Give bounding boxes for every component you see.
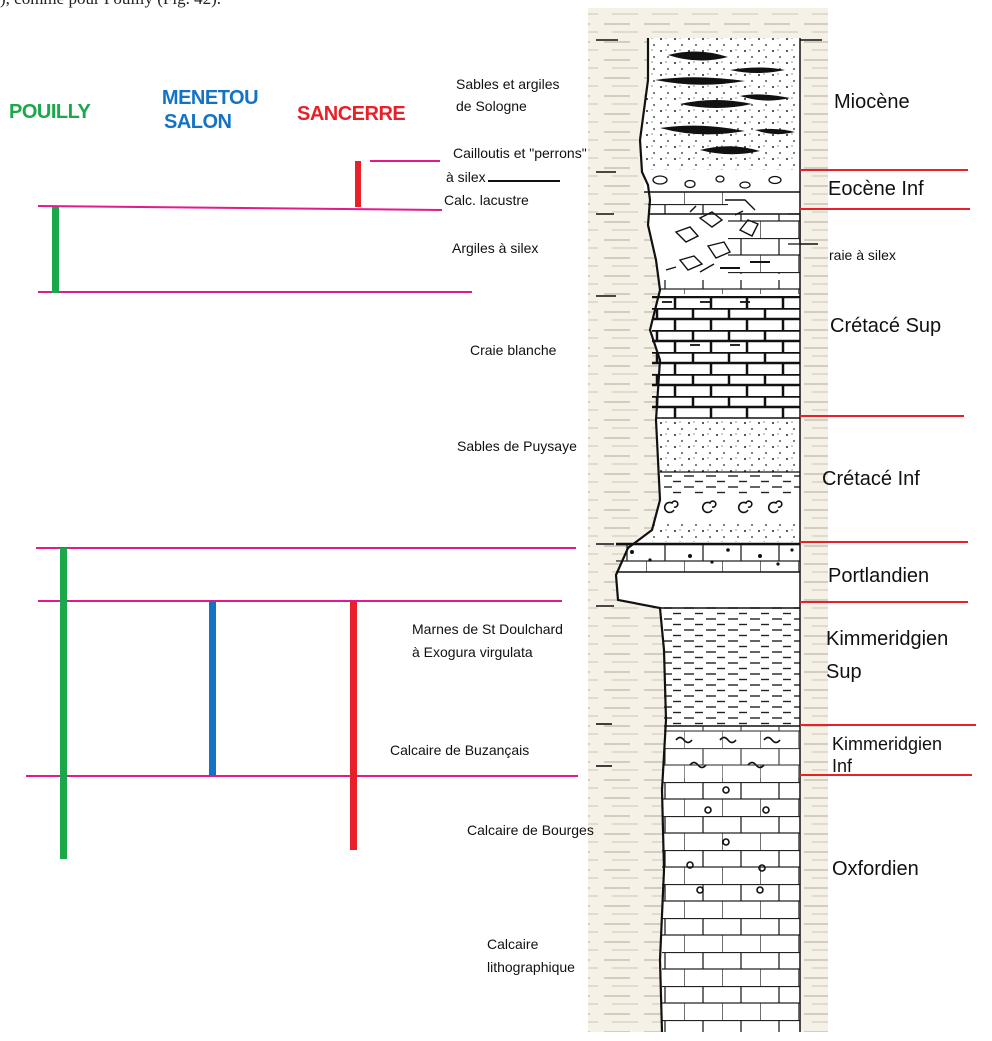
label-marnes-1: Marnes de St Doulchard <box>412 619 563 640</box>
label-calc-lacustre: Calc. lacustre <box>444 190 529 211</box>
region-menetou: MENETOU SALON <box>150 86 270 134</box>
stage-kimm-inf-2: Inf <box>832 756 852 777</box>
stage-kimm-sup-2: Sup <box>826 659 862 685</box>
label-litho-2: lithographique <box>487 957 575 978</box>
stage-cretace-sup: Crétacé Sup <box>830 313 941 339</box>
sancerre-bar-top <box>355 161 361 207</box>
label-marnes-2: à Exogura virgulata <box>412 642 533 663</box>
label-craie: Craie blanche <box>470 340 556 361</box>
pouilly-bar-top <box>52 207 59 293</box>
stage-oxfordien: Oxfordien <box>832 856 919 882</box>
label-argiles: Argiles à silex <box>452 238 538 259</box>
stage-kimm-sup-1: Kimmeridgien <box>826 626 948 652</box>
label-cailloutis-2: à silex <box>446 167 486 188</box>
region-sancerre: SANCERRE <box>297 102 405 126</box>
menetou-bar <box>209 601 216 776</box>
stage-cretace-inf: Crétacé Inf <box>822 466 920 492</box>
label-cailloutis-1: Cailloutis et "perrons" <box>453 143 587 164</box>
sancerre-bar-bottom <box>350 601 357 850</box>
extent-bars <box>52 161 361 859</box>
stage-miocene: Miocène <box>834 89 910 115</box>
label-sologne-1: Sables et argiles <box>456 74 560 95</box>
label-buzancais: Calcaire de Buzançais <box>390 740 529 761</box>
stage-portlandien: Portlandien <box>828 563 929 589</box>
region-pouilly: POUILLY <box>9 100 90 124</box>
label-puysaye: Sables de Puysaye <box>457 436 577 457</box>
stage-kimm-inf-1: Kimmeridgien <box>832 734 942 755</box>
pouilly-bar-bottom <box>60 548 67 859</box>
label-litho-1: Calcaire <box>487 934 538 955</box>
label-sologne-2: de Sologne <box>456 96 527 117</box>
stage-eocene: Eocène Inf <box>828 176 924 202</box>
label-bourges: Calcaire de Bourges <box>467 820 594 841</box>
region-menetou-line1: MENETOU <box>150 86 270 110</box>
region-menetou-line2: SALON <box>150 110 270 134</box>
stage-craie-silex: raie à silex <box>829 247 896 263</box>
